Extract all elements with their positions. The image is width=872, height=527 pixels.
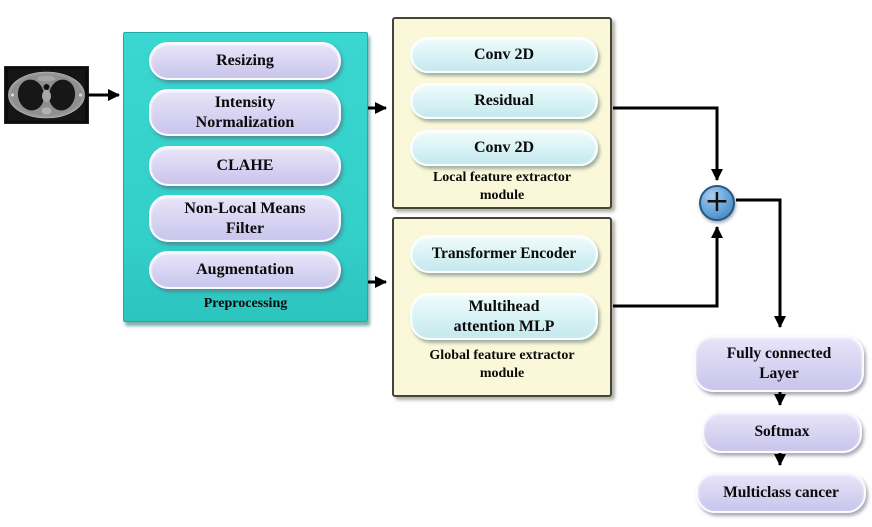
node-transformer-encoder-label: Transformer Encoder [431,245,577,263]
node-multiclass-cancer: Multiclass cancer [696,472,866,513]
arrow-local-to-fusion [613,106,723,181]
node-fully-connected-layer: Fully connected Layer [694,335,864,392]
node-clahe-label: CLAHE [216,157,274,174]
global-module-caption: Global feature extractor module [429,348,575,382]
node-multihead-attention-mlp-label: Multihead attention MLP [453,297,555,335]
node-augmentation: Augmentation [149,251,341,289]
fusion-add-node: + [699,185,735,221]
node-augmentation-label: Augmentation [196,261,294,278]
node-conv2d-2: Conv 2D [410,130,598,166]
local-feature-extractor-box: Conv 2D Residual Conv 2D Local feature e… [392,17,612,209]
node-clahe: CLAHE [149,146,341,186]
node-softmax: Softmax [702,411,862,453]
node-multiclass-cancer-label: Multiclass cancer [723,483,839,501]
preprocessing-caption: Preprocessing [203,296,288,311]
node-resizing-label: Resizing [216,52,274,69]
arrow-fusion-to-fc [736,198,786,328]
node-non-local-means-filter: Non-Local Means Filter [149,195,341,242]
node-multihead-attention-mlp: Multihead attention MLP [410,293,598,340]
preprocessing-box: Resizing Intensity Normalization CLAHE N… [123,32,368,322]
node-residual-label: Residual [474,92,534,109]
node-intensity-normalization: Intensity Normalization [149,89,341,136]
ct-scan-image [3,65,90,125]
arrow-global-to-fusion [613,226,723,308]
node-non-local-means-filter-label: Non-Local Means Filter [184,199,306,237]
node-softmax-label: Softmax [754,423,810,441]
node-fully-connected-layer-label: Fully connected Layer [726,345,832,382]
node-conv2d-1-label: Conv 2D [473,46,534,63]
global-feature-extractor-box: Transformer Encoder Multihead attention … [392,217,612,397]
ct-scan-graphic [3,65,90,125]
node-conv2d-1: Conv 2D [410,37,598,73]
plus-icon: + [704,183,730,219]
node-conv2d-2-label: Conv 2D [473,139,534,156]
node-intensity-normalization-label: Intensity Normalization [195,93,295,131]
local-module-caption: Local feature extractor module [432,170,572,204]
node-resizing: Resizing [149,42,341,80]
node-residual: Residual [410,83,598,119]
node-transformer-encoder: Transformer Encoder [410,235,598,273]
